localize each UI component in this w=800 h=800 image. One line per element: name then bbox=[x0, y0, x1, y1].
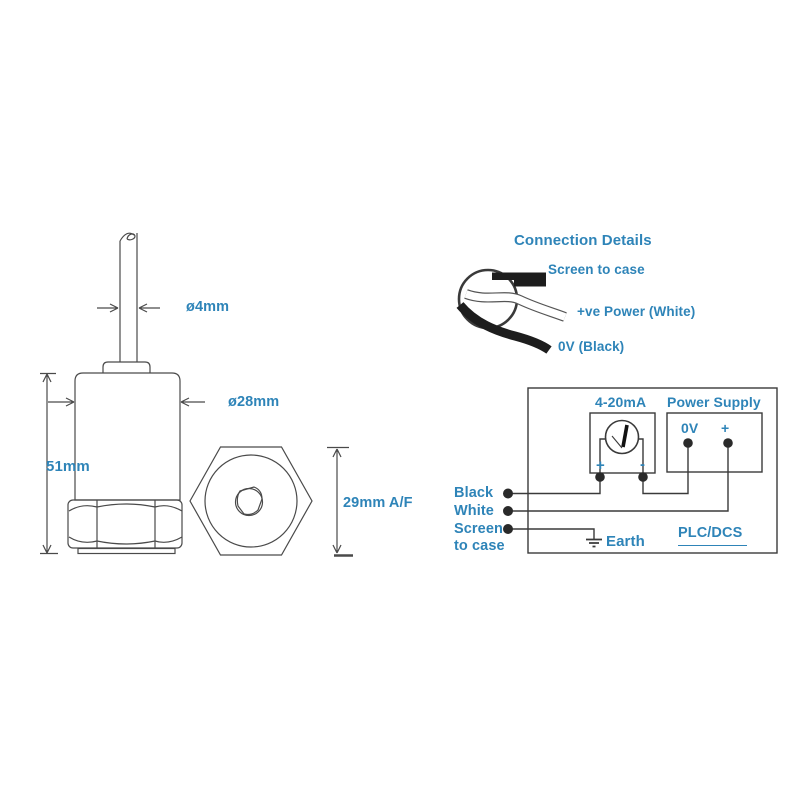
zero-volt-black-label: 0V (Black) bbox=[558, 339, 625, 354]
meter-minus-label: - bbox=[640, 456, 646, 473]
body-diameter-label: ø28mm bbox=[228, 394, 280, 410]
cable-gland bbox=[102, 361, 151, 373]
center-port-blob bbox=[236, 486, 263, 516]
cable-cut-end bbox=[119, 232, 136, 242]
meter-minus-terminal bbox=[638, 472, 648, 482]
black-wire-label: Black bbox=[454, 485, 494, 501]
dim-hex-line bbox=[327, 446, 349, 554]
dim-cable-arrows bbox=[97, 303, 160, 313]
dim-body-arrows bbox=[48, 397, 205, 407]
white-wire-run bbox=[508, 443, 729, 512]
earth-label: Earth bbox=[606, 533, 645, 550]
screen-to-case-label: Screen to case bbox=[548, 262, 645, 277]
power-supply-label: Power Supply bbox=[667, 394, 761, 410]
dim-height-line bbox=[40, 372, 58, 555]
white-conductor-wire bbox=[464, 290, 567, 321]
ps-plus-terminal bbox=[723, 438, 733, 448]
power-supply-box bbox=[666, 412, 763, 473]
cable-cross-section bbox=[456, 268, 567, 354]
plc-dcs-box bbox=[527, 387, 778, 554]
ps-0v-terminal bbox=[683, 438, 693, 448]
ammeter-circle bbox=[604, 419, 640, 455]
screen-wire-label: Screen to case bbox=[454, 521, 505, 554]
terminal-dots bbox=[503, 438, 733, 534]
hex-across-flats-label: 29mm A/F bbox=[343, 495, 413, 511]
sensor-front-view bbox=[189, 446, 313, 556]
ps-plus-label: + bbox=[721, 420, 730, 436]
connection-details-title: Connection Details bbox=[514, 232, 652, 249]
sensor-side-view bbox=[67, 232, 183, 555]
hex-nut-side bbox=[67, 499, 183, 549]
meter-plus-label: + bbox=[596, 457, 605, 474]
cable-outline bbox=[119, 233, 138, 362]
earth-ground-icon bbox=[586, 538, 602, 548]
white-wire-dot bbox=[503, 506, 513, 516]
plc-dcs-label: PLC/DCS bbox=[678, 525, 747, 546]
screen-wire-dot bbox=[503, 524, 513, 534]
face-circle bbox=[204, 454, 298, 548]
current-loop-label: 4-20mA bbox=[595, 394, 647, 410]
screen-conductor-bar bbox=[492, 272, 546, 287]
wiring-diagram bbox=[503, 387, 778, 554]
white-wire-label: White bbox=[454, 503, 494, 519]
sensor-body bbox=[74, 372, 181, 501]
minus-to-0v-wire bbox=[642, 443, 689, 495]
hex-outline bbox=[189, 446, 313, 556]
dimension-lines bbox=[40, 303, 353, 557]
ammeter-needle bbox=[621, 424, 629, 448]
black-conductor-wire bbox=[456, 301, 552, 354]
current-loop-box bbox=[589, 412, 656, 474]
hex-nut-chamfers bbox=[68, 503, 183, 545]
base-plate bbox=[77, 547, 176, 555]
screen-wire-run bbox=[508, 528, 595, 539]
positive-power-label: +ve Power (White) bbox=[577, 304, 696, 319]
meter-plus-terminal bbox=[595, 472, 605, 482]
meter-terminal-leads bbox=[599, 438, 644, 477]
ammeter-pivot-line bbox=[611, 435, 623, 449]
cable-diameter-label: ø4mm bbox=[186, 299, 230, 315]
black-wire-run bbox=[508, 477, 601, 495]
hex-nut-facets bbox=[96, 500, 156, 548]
body-height-label: 51mm bbox=[46, 458, 90, 475]
ps-0v-label: 0V bbox=[681, 420, 699, 436]
black-wire-dot bbox=[503, 488, 513, 499]
